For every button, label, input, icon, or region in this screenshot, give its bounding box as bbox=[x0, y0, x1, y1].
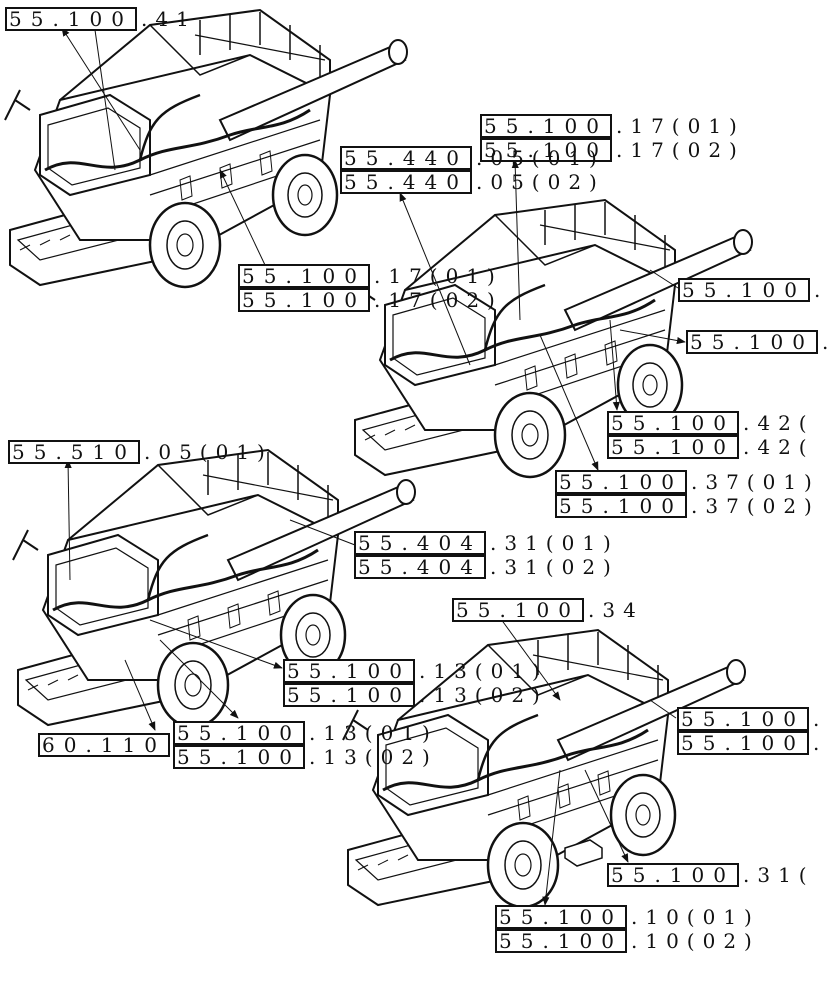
callout-suffix: .42( bbox=[742, 435, 815, 459]
callout-code: 55.100 bbox=[283, 659, 415, 683]
callout-code: 55.100 bbox=[480, 114, 612, 138]
callout-code: 55.100 bbox=[678, 278, 810, 302]
callout-55-100-13-01-a[interactable]: 55.100.13(01) bbox=[283, 659, 548, 683]
callout-code: 55.100 bbox=[607, 863, 739, 887]
callout-suffix: .17(02) bbox=[373, 288, 503, 312]
callout-code: 55.100 bbox=[452, 598, 584, 622]
callout-55-404-31-01[interactable]: 55.404.31(01) bbox=[354, 531, 619, 555]
callout-code: 55.100 bbox=[555, 494, 687, 518]
callout-suffix: .17(01) bbox=[615, 114, 745, 138]
callout-suffix: .05(02) bbox=[475, 170, 605, 194]
callout-code: 55.510 bbox=[8, 440, 140, 464]
callout-55-100-42-b[interactable]: 55.100.42( bbox=[607, 435, 815, 459]
callout-code: 55.100 bbox=[495, 905, 627, 929]
callout-55-100-37-01[interactable]: 55.100.37(01) bbox=[555, 470, 820, 494]
callout-55-404-31-02[interactable]: 55.404.31(02) bbox=[354, 555, 619, 579]
callout-55-100-10-01[interactable]: 55.100.10(01) bbox=[495, 905, 760, 929]
callout-suffix: .13(01) bbox=[308, 721, 438, 745]
callout-suffix: .34 bbox=[587, 598, 644, 622]
callout-code: 55.100 bbox=[238, 264, 370, 288]
callout-suffix: . bbox=[812, 707, 828, 731]
callout-55-100-17-02-a[interactable]: 55.100.17(02) bbox=[480, 138, 745, 162]
callout-code: 55.440 bbox=[340, 170, 472, 194]
callout-55-100-13-02-a[interactable]: 55.100.13(02) bbox=[283, 683, 548, 707]
callout-suffix: .31(02) bbox=[489, 555, 619, 579]
callout-suffix: .37(02) bbox=[690, 494, 820, 518]
callout-60-110[interactable]: 60.110 bbox=[38, 733, 174, 757]
callout-55-100-34[interactable]: 55.100.34 bbox=[452, 598, 644, 622]
callout-code: 55.100 bbox=[677, 731, 809, 755]
callout-code: 55.100 bbox=[238, 288, 370, 312]
callout-55-100-b[interactable]: 55.100. bbox=[686, 330, 828, 354]
callout-suffix: . bbox=[813, 278, 828, 302]
callout-code: 55.100 bbox=[480, 138, 612, 162]
callout-suffix: .13(02) bbox=[418, 683, 548, 707]
callout-code: 55.100 bbox=[495, 929, 627, 953]
callout-55-100-10-02[interactable]: 55.100.10(02) bbox=[495, 929, 760, 953]
callout-55-100-37-02[interactable]: 55.100.37(02) bbox=[555, 494, 820, 518]
callout-55-510-05-01[interactable]: 55.510.05(01) bbox=[8, 440, 273, 464]
callout-55-100-17-01-a[interactable]: 55.100.17(01) bbox=[480, 114, 745, 138]
callout-code: 55.440 bbox=[340, 146, 472, 170]
callout-code: 55.100 bbox=[173, 745, 305, 769]
callout-suffix: .17(01) bbox=[373, 264, 503, 288]
callout-suffix: .10(02) bbox=[630, 929, 760, 953]
callout-code: 55.100 bbox=[5, 7, 137, 31]
callout-code: 55.100 bbox=[607, 411, 739, 435]
callout-suffix: .42( bbox=[742, 411, 815, 435]
callout-code: 55.404 bbox=[354, 531, 486, 555]
callout-suffix: .37(01) bbox=[690, 470, 820, 494]
callout-code: 55.100 bbox=[677, 707, 809, 731]
callout-suffix: .13(02) bbox=[308, 745, 438, 769]
callout-code: 55.100 bbox=[283, 683, 415, 707]
callout-55-100-c[interactable]: 55.100. bbox=[677, 707, 827, 731]
callout-55-100-17-01-b[interactable]: 55.100.17(01) bbox=[238, 264, 503, 288]
callout-55-440-05-02[interactable]: 55.440.05(02) bbox=[340, 170, 605, 194]
callout-55-100-17-02-b[interactable]: 55.100.17(02) bbox=[238, 288, 503, 312]
callout-55-100-13-02-b[interactable]: 55.100.13(02) bbox=[173, 745, 438, 769]
callout-55-100-a[interactable]: 55.100. bbox=[678, 278, 828, 302]
callout-code: 55.100 bbox=[686, 330, 818, 354]
callout-code: 55.404 bbox=[354, 555, 486, 579]
leader-lines bbox=[61, 27, 686, 906]
callout-55-100-41[interactable]: 55.100.41 bbox=[5, 7, 197, 31]
battery-icon bbox=[564, 839, 603, 867]
callout-code: 55.100 bbox=[555, 470, 687, 494]
callout-suffix: .05(01) bbox=[143, 440, 273, 464]
callout-55-100-13-01-b[interactable]: 55.100.13(01) bbox=[173, 721, 438, 745]
callout-suffix: .41 bbox=[140, 7, 197, 31]
callout-code: 55.100 bbox=[607, 435, 739, 459]
callout-suffix: .31( bbox=[742, 863, 815, 887]
callout-suffix: . bbox=[812, 731, 828, 755]
callout-code: 55.100 bbox=[173, 721, 305, 745]
callout-55-100-d[interactable]: 55.100. bbox=[677, 731, 827, 755]
callout-suffix: .13(01) bbox=[418, 659, 548, 683]
callout-code: 60.110 bbox=[38, 733, 170, 757]
callout-suffix: .17(02) bbox=[615, 138, 745, 162]
callout-suffix: .31(01) bbox=[489, 531, 619, 555]
callout-suffix: .05(01) bbox=[475, 146, 605, 170]
callout-55-440-05-01[interactable]: 55.440.05(01) bbox=[340, 146, 605, 170]
callout-suffix: .10(01) bbox=[630, 905, 760, 929]
callout-suffix: . bbox=[818, 331, 828, 353]
callout-55-100-31[interactable]: 55.100.31( bbox=[607, 863, 815, 887]
callout-55-100-42-a[interactable]: 55.100.42( bbox=[607, 411, 815, 435]
